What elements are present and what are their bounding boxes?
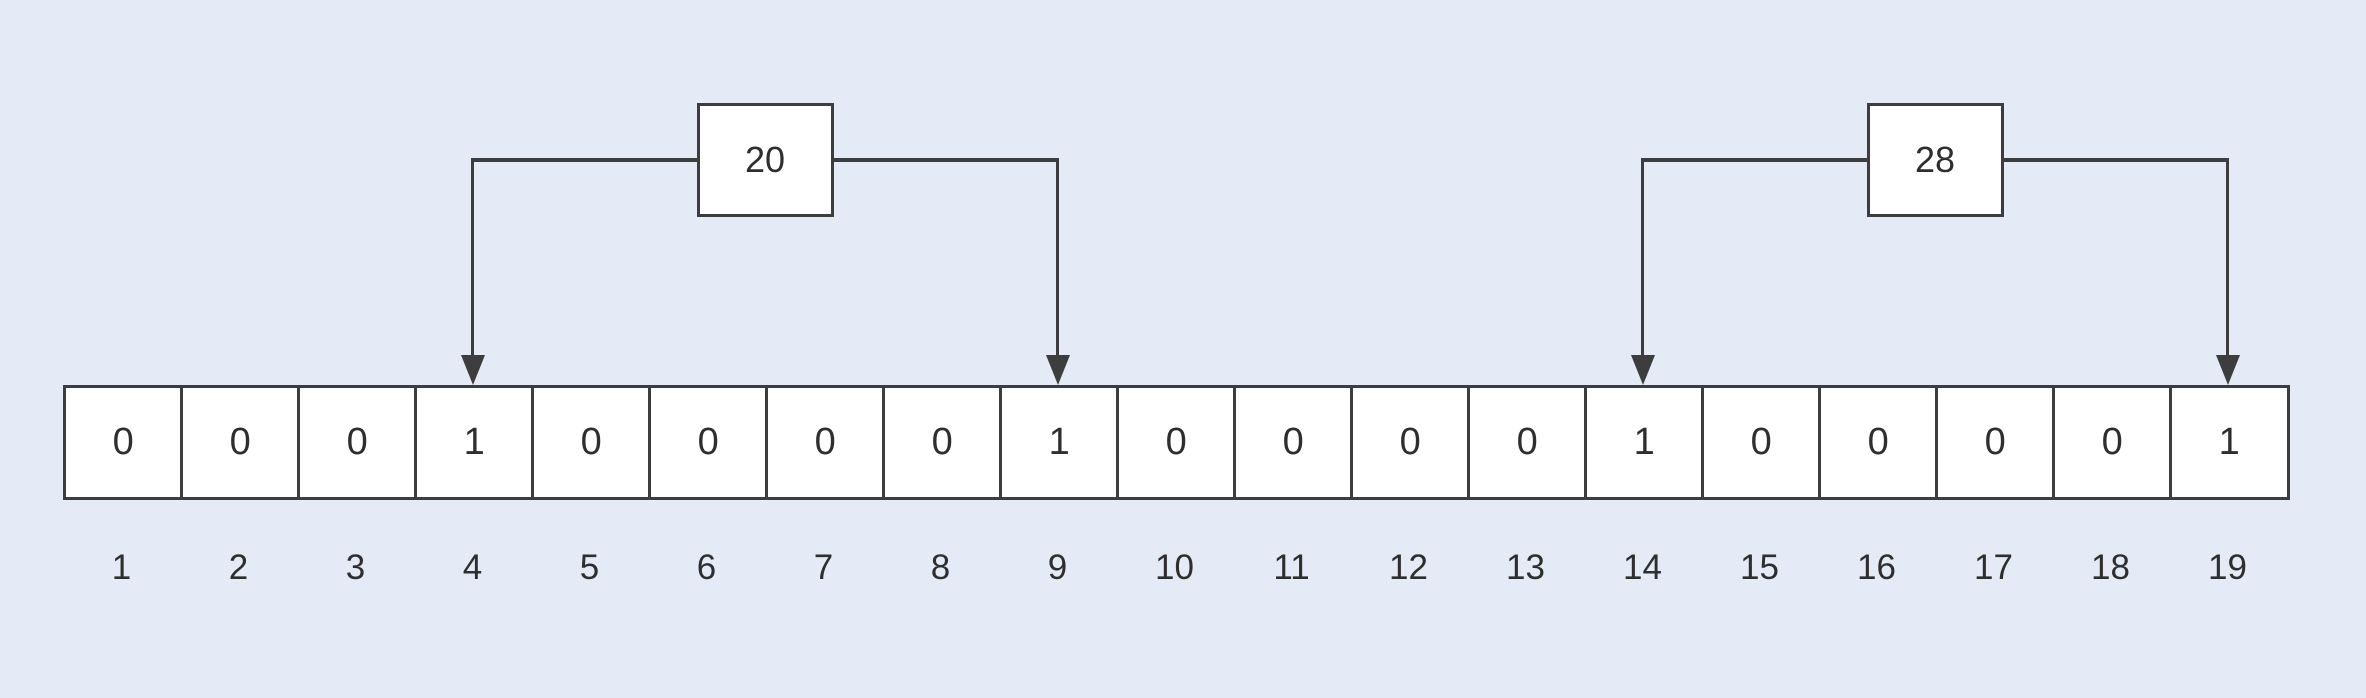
cell-value: 0 <box>346 421 368 463</box>
index-label: 16 <box>1857 548 1896 587</box>
index-label: 9 <box>1047 548 1068 587</box>
cell-value: 1 <box>2218 421 2240 463</box>
index-label: 1 <box>111 548 132 587</box>
connector-line <box>2225 158 2230 360</box>
cell-value: 0 <box>1867 421 1889 463</box>
index-label: 3 <box>345 548 366 587</box>
array-cell: 0 <box>648 385 769 500</box>
index-label: 13 <box>1506 548 1545 587</box>
pointer-box-label: 20 <box>744 139 786 180</box>
index-label: 5 <box>579 548 600 587</box>
cell-value: 0 <box>931 421 953 463</box>
cell-value: 0 <box>580 421 602 463</box>
index-label: 14 <box>1623 548 1662 587</box>
index-label: 10 <box>1155 548 1194 587</box>
connector-line <box>470 158 834 162</box>
array-cell: 0 <box>1818 385 1939 500</box>
array-cell: 0 <box>765 385 886 500</box>
array-cell: 1 <box>999 385 1120 500</box>
cell-value: 0 <box>229 421 251 463</box>
array-cell: 0 <box>297 385 418 500</box>
index-label: 12 <box>1389 548 1428 587</box>
array-cell: 0 <box>1467 385 1588 500</box>
arrow-down-icon <box>1630 355 1655 385</box>
array-cell: 0 <box>63 385 184 500</box>
array-cell: 0 <box>531 385 652 500</box>
arrow-down-icon <box>2215 355 2240 385</box>
pointer-box: 20 <box>696 103 834 217</box>
index-label: 2 <box>228 548 249 587</box>
array-cell: 0 <box>882 385 1003 500</box>
array-cell: 0 <box>1350 385 1471 500</box>
connector-line <box>1055 158 1060 360</box>
index-label: 15 <box>1740 548 1779 587</box>
connector-line <box>1866 158 2230 162</box>
connector-line <box>1640 158 1645 360</box>
cell-value: 0 <box>697 421 719 463</box>
cell-value: 0 <box>1750 421 1772 463</box>
cell-value: 1 <box>463 421 485 463</box>
index-label: 17 <box>1974 548 2013 587</box>
array-cell: 0 <box>1116 385 1237 500</box>
index-label: 7 <box>813 548 834 587</box>
index-label: 6 <box>696 548 717 587</box>
array-cell: 0 <box>180 385 301 500</box>
pointer-box: 28 <box>1866 103 2004 217</box>
index-label: 18 <box>2091 548 2130 587</box>
arrow-down-icon <box>460 355 485 385</box>
pointer-box-label: 28 <box>1914 139 1956 180</box>
cell-value: 0 <box>1984 421 2006 463</box>
connector-line <box>696 158 1060 162</box>
connector-line <box>1640 158 2004 162</box>
array-cell: 0 <box>1935 385 2056 500</box>
index-label: 11 <box>1273 548 1310 587</box>
arrow-down-icon <box>1045 355 1070 385</box>
cell-value: 0 <box>1516 421 1538 463</box>
array-cell: 1 <box>1584 385 1705 500</box>
index-label: 8 <box>930 548 951 587</box>
array-cell: 0 <box>2052 385 2173 500</box>
cell-value: 1 <box>1633 421 1655 463</box>
cell-value: 0 <box>1165 421 1187 463</box>
cell-value: 0 <box>112 421 134 463</box>
index-label: 4 <box>462 548 483 587</box>
cell-value: 0 <box>1282 421 1304 463</box>
cell-value: 0 <box>814 421 836 463</box>
array-cell: 0 <box>1233 385 1354 500</box>
cell-value: 0 <box>2101 421 2123 463</box>
array-cell: 0 <box>1701 385 1822 500</box>
cell-value: 1 <box>1048 421 1070 463</box>
connector-line <box>470 158 475 360</box>
index-label: 19 <box>2208 548 2247 587</box>
cell-value: 0 <box>1399 421 1421 463</box>
array-cell: 1 <box>414 385 535 500</box>
array-cell: 1 <box>2169 385 2290 500</box>
